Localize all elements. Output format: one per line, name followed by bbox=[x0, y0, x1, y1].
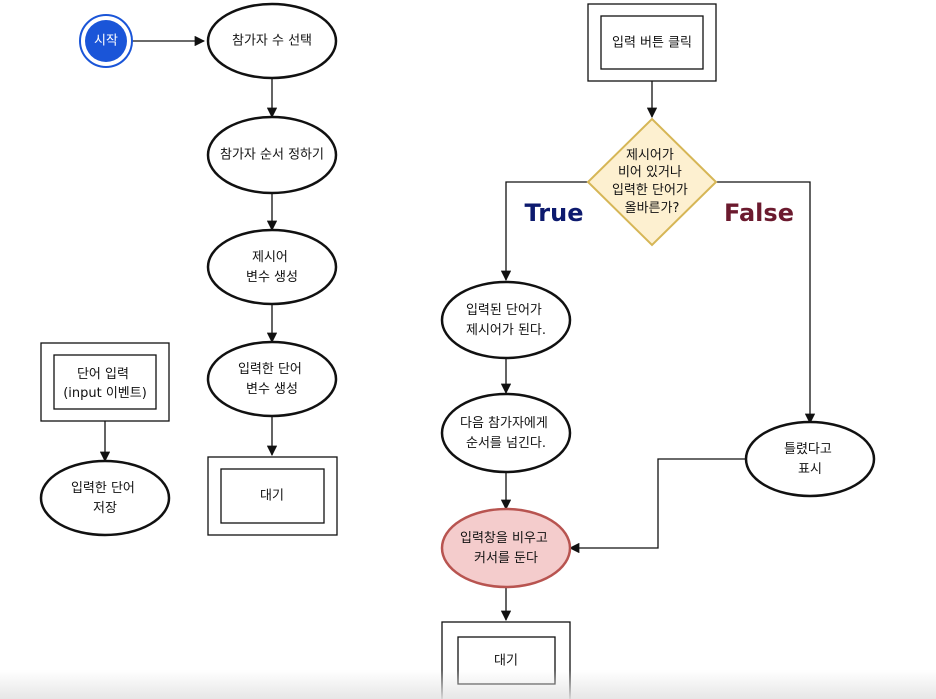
start-node: 시작 bbox=[79, 14, 133, 68]
click-button-node: 입력 버튼 클릭 bbox=[587, 3, 717, 82]
next-turn-node: 다음 참가자에게 순서를 넘긴다. bbox=[440, 392, 572, 474]
right-wait-label: 대기 bbox=[494, 654, 518, 669]
save-word-node: 입력한 단어 저장 bbox=[39, 459, 171, 537]
decision-node: 제시어가 비어 있거나 입력한 단어가 올바른가? bbox=[586, 117, 718, 247]
input-event-label: 단어 입력 (input 이벤트) bbox=[63, 367, 147, 401]
true-branch-label: True bbox=[525, 199, 584, 227]
left-wait-label: 대기 bbox=[260, 489, 284, 504]
prompt-var-line-1: 제시어 bbox=[252, 250, 288, 265]
save-word-line-1: 입력한 단어 bbox=[71, 481, 135, 496]
decision-line-1: 제시어가 bbox=[626, 148, 674, 163]
edge-wrong-to-clear bbox=[568, 458, 746, 554]
decision-label: 제시어가 비어 있거나 입력한 단어가 올바른가? bbox=[612, 148, 692, 216]
input-event-line-1: 단어 입력 bbox=[77, 367, 129, 382]
clear-input-line-2: 커서를 둔다 bbox=[474, 551, 538, 566]
right-wait-node: 대기 bbox=[441, 621, 571, 699]
becomes-prompt-line-2: 제시어가 된다. bbox=[466, 323, 546, 338]
order-node: 참가자 순서 정하기 bbox=[206, 115, 338, 195]
input-event-node: 단어 입력 (input 이벤트) bbox=[40, 342, 170, 422]
becomes-prompt-node: 입력된 단어가 제시어가 된다. bbox=[440, 280, 572, 360]
input-var-node: 입력한 단어 변수 생성 bbox=[206, 340, 338, 418]
becomes-prompt-line-1: 입력된 단어가 bbox=[466, 303, 542, 318]
becomes-prompt-label: 입력된 단어가 제시어가 된다. bbox=[466, 303, 546, 338]
clear-input-line-1: 입력창을 비우고 bbox=[460, 531, 548, 546]
left-wait-node: 대기 bbox=[207, 456, 338, 536]
false-branch-label: False bbox=[724, 199, 794, 227]
start-label: 시작 bbox=[94, 34, 118, 49]
next-turn-line-2: 순서를 넘긴다. bbox=[466, 436, 546, 451]
edge-decision-false bbox=[716, 181, 816, 425]
decision-line-3: 입력한 단어가 bbox=[612, 183, 688, 198]
start-node-fill bbox=[85, 20, 127, 62]
save-word-label: 입력한 단어 저장 bbox=[71, 481, 139, 516]
input-event-line-2: (input 이벤트) bbox=[63, 386, 147, 401]
wrong-line-2: 표시 bbox=[798, 462, 822, 477]
decision-line-4: 올바른가? bbox=[625, 201, 680, 216]
input-var-line-1: 입력한 단어 bbox=[238, 362, 302, 377]
decision-line-2: 비어 있거나 bbox=[618, 165, 682, 180]
save-word-line-2: 저장 bbox=[93, 501, 117, 516]
click-button-label: 입력 버튼 클릭 bbox=[612, 36, 692, 51]
clear-input-node: 입력창을 비우고 커서를 둔다 bbox=[440, 507, 572, 589]
connectors bbox=[99, 35, 816, 622]
wrong-label: 틀렸다고 표시 bbox=[784, 442, 836, 477]
select-count-label: 참가자 수 선택 bbox=[232, 34, 312, 49]
select-count-node: 참가자 수 선택 bbox=[206, 2, 338, 80]
next-turn-line-1: 다음 참가자에게 bbox=[460, 416, 548, 431]
clear-input-label: 입력창을 비우고 커서를 둔다 bbox=[460, 531, 552, 566]
input-var-line-2: 변수 생성 bbox=[246, 382, 298, 397]
edge-decision-true bbox=[500, 181, 588, 282]
next-turn-label: 다음 참가자에게 순서를 넘긴다. bbox=[460, 416, 552, 451]
wrong-node: 틀렸다고 표시 bbox=[744, 420, 876, 498]
prompt-var-label: 제시어 변수 생성 bbox=[246, 250, 298, 285]
prompt-var-line-2: 변수 생성 bbox=[246, 270, 298, 285]
order-label: 참가자 순서 정하기 bbox=[220, 148, 324, 163]
prompt-var-node: 제시어 변수 생성 bbox=[206, 228, 338, 306]
wrong-line-1: 틀렸다고 bbox=[784, 442, 832, 457]
input-var-label: 입력한 단어 변수 생성 bbox=[238, 362, 306, 397]
